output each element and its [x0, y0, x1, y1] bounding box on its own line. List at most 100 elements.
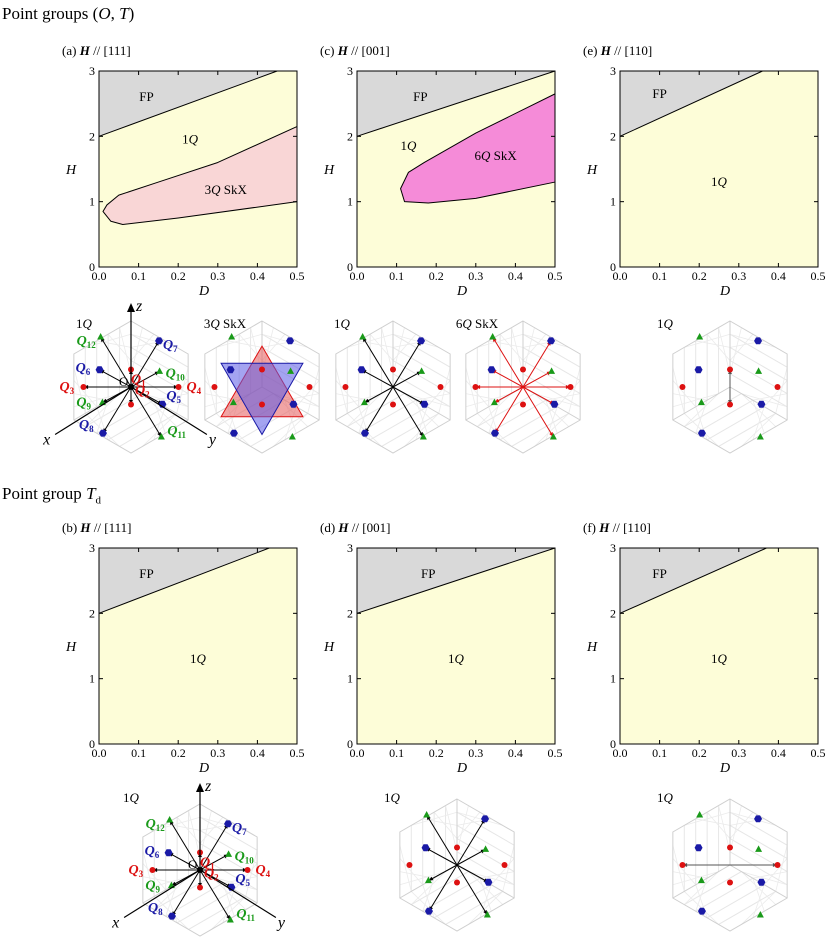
- q-point-red: [454, 879, 460, 886]
- hex-grid-line: [511, 327, 524, 374]
- q-point-blue: [155, 337, 164, 345]
- q-point-blue: [697, 907, 706, 915]
- q-point-green: [697, 398, 705, 406]
- q-label-1: Q1: [131, 372, 146, 388]
- origin-label: O: [188, 857, 197, 872]
- q-point-red: [390, 366, 396, 373]
- hex-grid-line: [392, 333, 417, 361]
- x-tick-label: 0.1: [389, 269, 404, 283]
- x-tick-label: 0.3: [731, 269, 746, 283]
- x-tick-label: 0.0: [613, 269, 628, 283]
- q-point-red: [149, 867, 156, 873]
- q-point-red: [259, 366, 265, 373]
- hex-grid-line: [130, 333, 155, 361]
- y-tick-label: 3: [610, 64, 616, 78]
- hex-grid-line: [729, 811, 754, 839]
- q-label-4: Q4: [187, 380, 202, 396]
- hex-grid-line: [73, 380, 98, 408]
- hex-grid-line: [369, 406, 428, 441]
- hex-grid-line: [153, 406, 166, 440]
- y-tick-label: 2: [347, 129, 353, 143]
- hex-grid-line: [222, 889, 235, 923]
- x-tick-label: 0.2: [171, 746, 186, 760]
- q-point-blue: [694, 366, 703, 374]
- hex-grid-line: [706, 811, 731, 839]
- z-arrowhead: [196, 783, 204, 792]
- q-arrow: [361, 369, 394, 388]
- hex-grid-line: [556, 380, 581, 408]
- hex-outline: [672, 798, 788, 932]
- hex-grid-line: [465, 380, 490, 408]
- y-tick-label: 3: [347, 64, 353, 78]
- hex-grid-line: [211, 876, 258, 891]
- q-label-11: Q11: [236, 907, 255, 923]
- hex-grid-line: [706, 333, 731, 361]
- hex-grid-line: [119, 412, 177, 447]
- hex-title-6q: 6Q SkX: [456, 316, 499, 331]
- hex-grid-line: [199, 810, 212, 857]
- hex-outline: [399, 798, 515, 932]
- origin-dot: [197, 867, 203, 873]
- x-tick-label: 0.4: [250, 269, 265, 283]
- hex-1q-001-td: [399, 798, 515, 932]
- hex-grid-line: [706, 884, 765, 919]
- hex-grid-line: [119, 327, 132, 374]
- q-arrow: [364, 386, 394, 404]
- q-point-red: [679, 862, 686, 868]
- hex-grid-line: [729, 811, 788, 846]
- hex-grid-line: [107, 333, 132, 361]
- q-point-red: [244, 867, 251, 873]
- hex-grid-line: [295, 380, 320, 408]
- q-arrow: [522, 370, 552, 388]
- q-point-red: [306, 384, 313, 390]
- hex-grid-line: [199, 816, 258, 851]
- hex-grid-line: [729, 851, 788, 886]
- y-axis-label: y: [276, 915, 286, 932]
- q-arrow: [392, 386, 424, 438]
- q-arrow: [130, 340, 160, 388]
- q-point-green: [359, 333, 367, 340]
- q-point-green: [360, 398, 368, 406]
- y-tick-label: 2: [89, 129, 95, 143]
- hex-grid-line: [415, 393, 451, 401]
- hex-grid-line: [211, 896, 247, 930]
- hex-grid-line: [534, 413, 570, 447]
- q-arrow: [99, 369, 132, 388]
- region-skx: [400, 93, 555, 203]
- hex-grid-line: [511, 412, 569, 447]
- hex-grid-line: [522, 333, 569, 348]
- hex-grid-line: [346, 393, 382, 427]
- hex-grid-line: [456, 851, 515, 886]
- hex-title-3q: 3Q SkX: [204, 316, 247, 331]
- section-title-td-text: Point group Td: [2, 484, 102, 507]
- q-arrow: [392, 370, 422, 388]
- y-tick-label: 2: [89, 606, 95, 620]
- q-point-green: [97, 333, 105, 340]
- hex-grid-line: [142, 863, 167, 891]
- x-tick-label: 0.4: [771, 746, 786, 760]
- q-point-green: [696, 811, 704, 818]
- hex-grid-line: [695, 818, 731, 826]
- y-tick-label: 3: [89, 541, 95, 555]
- hex-grid-line: [488, 340, 524, 348]
- hex-grid-line: [154, 876, 212, 911]
- fp-boundary-line: [98, 70, 278, 137]
- q-point-blue: [357, 366, 366, 374]
- y-axis-label: H: [323, 163, 335, 178]
- y-tick-label: 0: [347, 737, 353, 751]
- q-label-9: Q9: [76, 396, 91, 412]
- q-point-red: [80, 384, 87, 390]
- x-axis-label: D: [456, 761, 467, 776]
- fp-boundary-line: [98, 547, 270, 614]
- hex-grid-line: [199, 816, 246, 831]
- hex-grid-line: [741, 871, 777, 905]
- q-arrow: [456, 864, 488, 916]
- hex-grid-line: [763, 380, 788, 408]
- label-fp: FP: [139, 566, 153, 581]
- hex-grid-line: [84, 393, 120, 427]
- q-point-green: [549, 432, 557, 440]
- hex-grid-line: [684, 333, 731, 348]
- hex-grid-line: [695, 877, 754, 912]
- q-arrow: [492, 336, 524, 388]
- q-point-green: [756, 910, 764, 918]
